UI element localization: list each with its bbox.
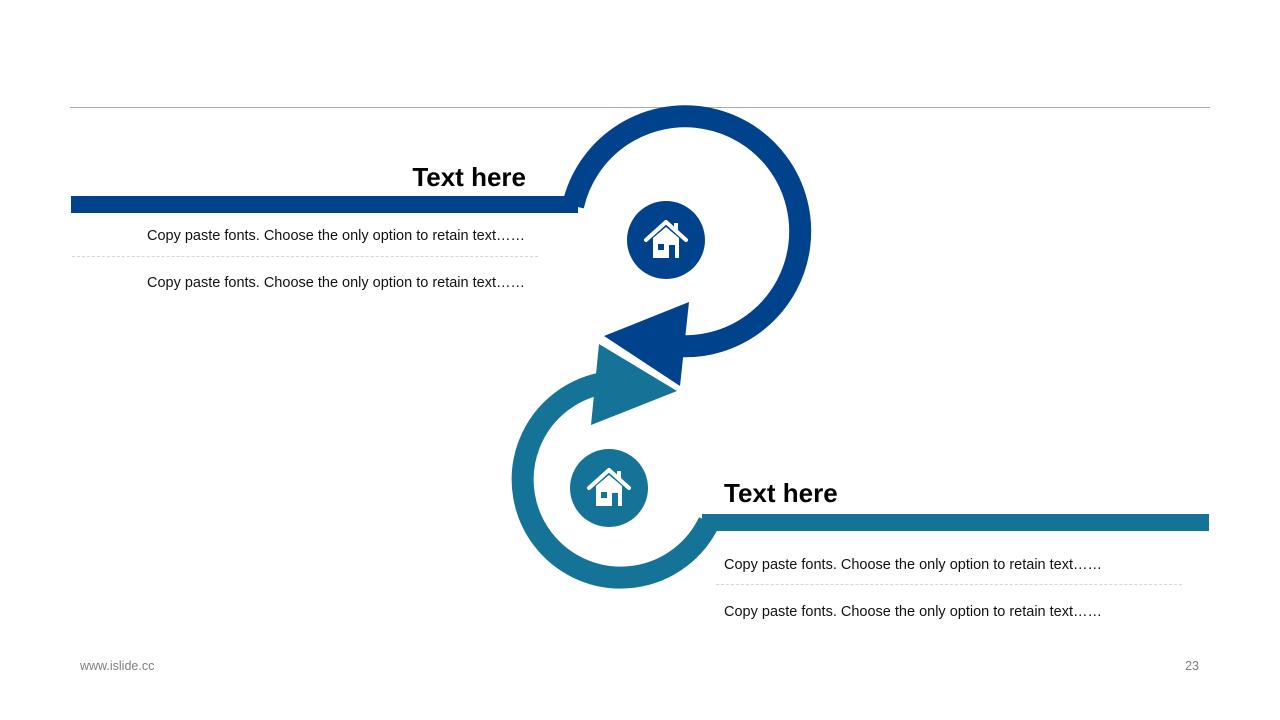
step2-dashed-divider <box>716 584 1182 585</box>
step2-text-line-2: Copy paste fonts. Choose the only option… <box>724 604 1103 620</box>
home-icon <box>644 220 688 258</box>
step1-arc <box>562 105 812 358</box>
step1-text-line-2: Copy paste fonts. Choose the only option… <box>146 275 525 291</box>
step2-connector <box>511 344 1209 589</box>
step1-connector <box>71 105 812 386</box>
page-number: 23 <box>1185 659 1199 673</box>
step1-text-line-1: Copy paste fonts. Choose the only option… <box>146 228 525 244</box>
top-divider <box>70 107 1210 108</box>
step1-title: Text here <box>412 162 526 192</box>
footer-url[interactable]: www.islide.cc <box>80 659 155 673</box>
step2-arc <box>511 372 719 589</box>
step2-text-line-1: Copy paste fonts. Choose the only option… <box>724 557 1103 573</box>
step1-dashed-divider <box>72 256 538 257</box>
step1-bar <box>71 196 578 213</box>
step1-arrowhead <box>604 302 689 386</box>
step2-title: Text here <box>724 478 838 508</box>
home-icon <box>587 468 631 506</box>
step2-arrowhead <box>591 344 677 425</box>
step2-bar <box>702 514 1209 531</box>
